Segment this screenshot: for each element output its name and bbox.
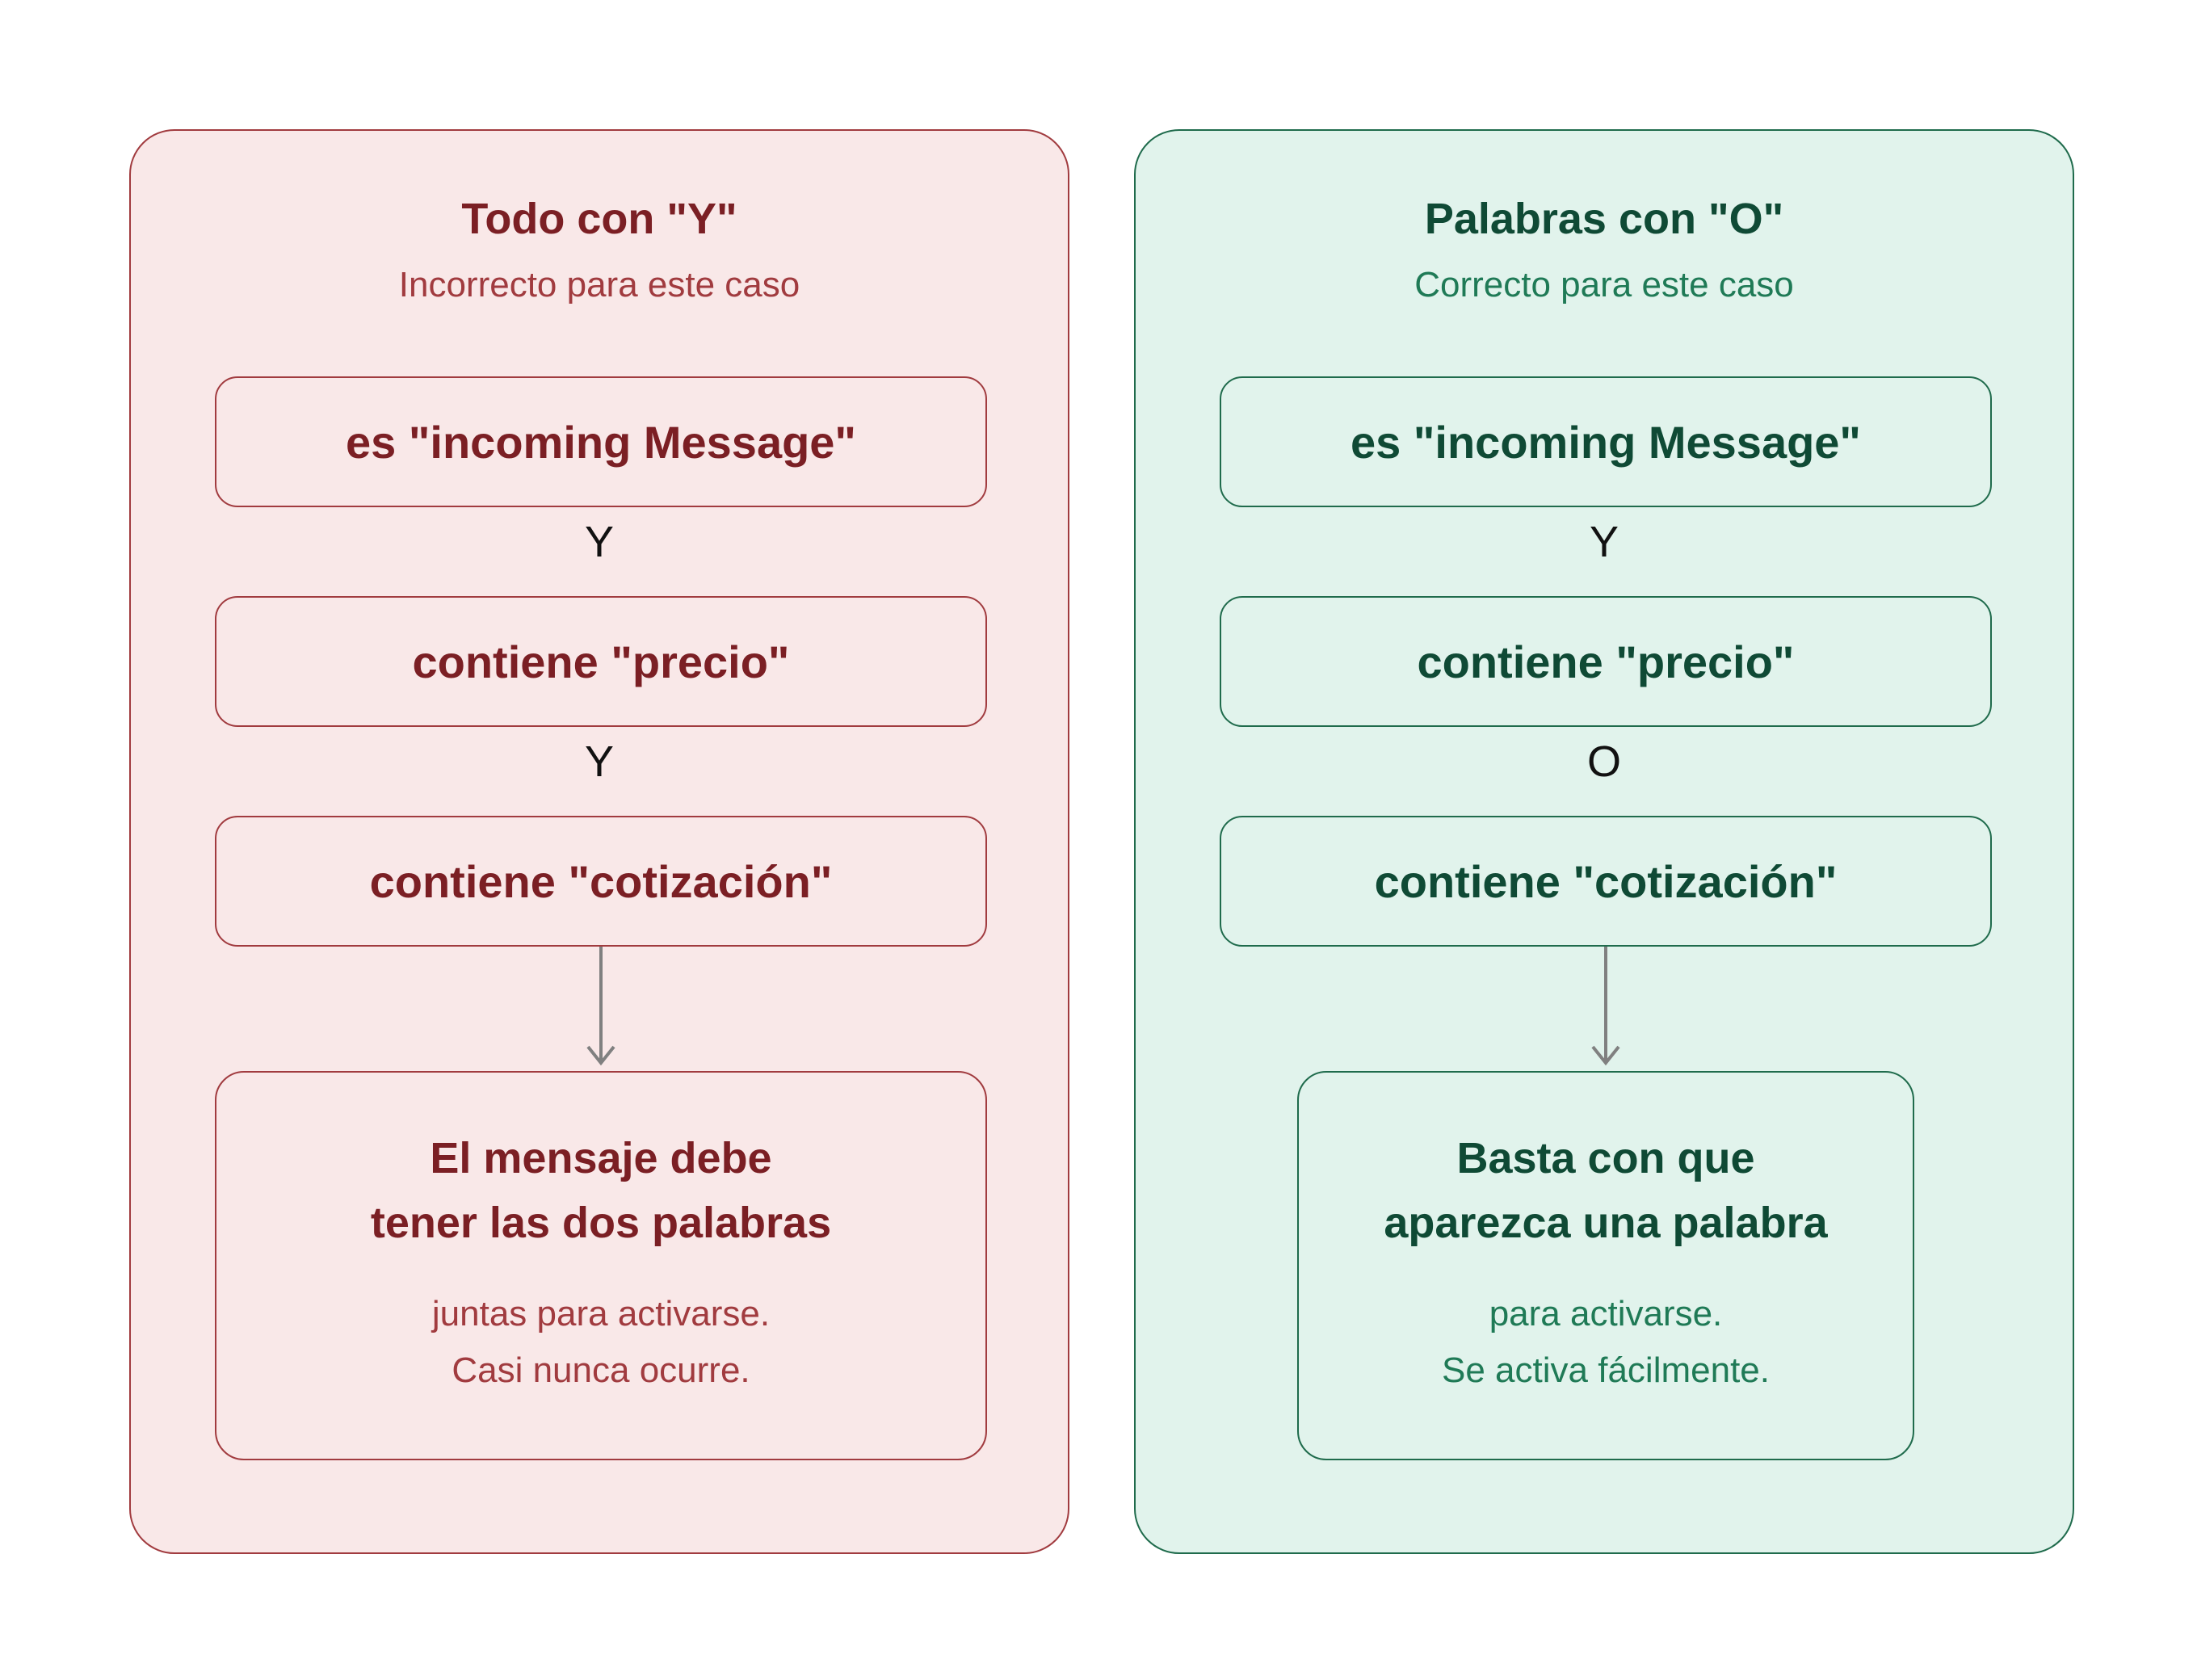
result-description: juntas para activarse. Casi nunca ocurre… xyxy=(431,1294,771,1390)
logic-operator: Y xyxy=(584,518,615,566)
logic-operator: Y xyxy=(1589,518,1619,566)
logic-operator: Y xyxy=(584,737,615,786)
panel-title: Palabras con "O" xyxy=(1424,195,1784,243)
logic-operator: O xyxy=(1586,737,1621,786)
result-box: El mensaje debe tener las dos palabras j… xyxy=(215,1071,987,1460)
or-logic-panel: Palabras con "O" Correcto para este caso… xyxy=(1134,129,2074,1554)
result-heading: Basta con que aparezca una palabra xyxy=(1384,1134,1828,1247)
condition-contains-precio: contiene "precio" xyxy=(1220,596,1992,727)
condition-contains-precio: contiene "precio" xyxy=(215,596,987,727)
condition-incoming-message: es "incoming Message" xyxy=(215,376,987,507)
condition-incoming-message: es "incoming Message" xyxy=(1220,376,1992,507)
result-heading: El mensaje debe tener las dos palabras xyxy=(370,1134,832,1247)
panel-title: Todo con "Y" xyxy=(461,195,737,243)
panel-subtitle: Correcto para este caso xyxy=(1414,265,1794,304)
condition-contains-cotizacion: contiene "cotización" xyxy=(1220,816,1992,947)
panel-subtitle: Incorrecto para este caso xyxy=(398,265,800,304)
condition-contains-cotizacion: contiene "cotización" xyxy=(215,816,987,947)
result-box: Basta con que aparezca una palabra para … xyxy=(1297,1071,1914,1460)
and-logic-panel: Todo con "Y" Incorrecto para este caso e… xyxy=(129,129,1069,1554)
result-description: para activarse. Se activa fácilmente. xyxy=(1442,1294,1770,1390)
down-arrow-icon xyxy=(1591,947,1620,1066)
down-arrow-icon xyxy=(586,947,615,1066)
